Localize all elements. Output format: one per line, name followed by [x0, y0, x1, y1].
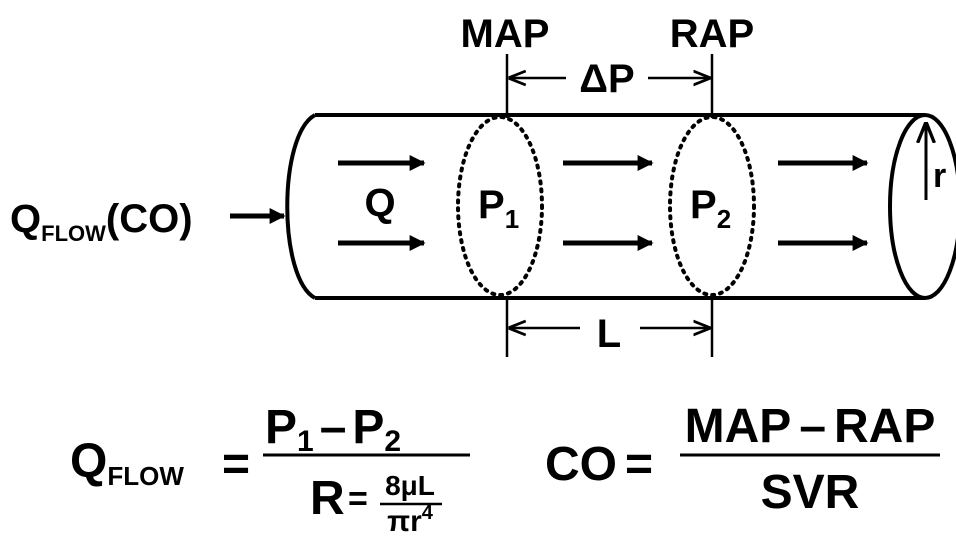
qflow-equals: = — [222, 438, 250, 491]
qflow-resistance-r: R — [310, 472, 345, 525]
co-denominator: SVR — [761, 466, 860, 519]
length-label: L — [597, 312, 621, 356]
qflow-resistance-equals: = — [348, 480, 368, 518]
resistance-numerator: 8μL — [385, 470, 435, 501]
qflow-numerator: P1–P2 — [265, 401, 401, 458]
rap-label: RAP — [670, 12, 754, 56]
co-lhs: CO — [545, 438, 617, 491]
qflow-equation: QFLOW = P1–P2 R = 8μL πr4 — [70, 401, 470, 537]
p2-label: P2 — [690, 183, 731, 234]
flow-q-label: Q — [364, 181, 395, 225]
resistance-denominator: πr4 — [387, 502, 434, 537]
vessel-tube — [285, 113, 956, 300]
co-numerator: MAP–RAP — [685, 400, 936, 453]
map-label: MAP — [461, 12, 550, 56]
flow-arrows — [230, 154, 869, 252]
inflow-label: QFLOW(CO) — [10, 197, 193, 246]
delta-p-label: ΔP — [579, 57, 634, 101]
tube-inlet-end — [285, 113, 317, 300]
tube-outlet-end — [888, 113, 956, 300]
co-equation: CO = MAP–RAP SVR — [545, 400, 940, 519]
p1-label: P1 — [478, 183, 519, 234]
co-equals: = — [625, 438, 653, 491]
qflow-lhs: QFLOW — [70, 435, 184, 491]
radius-label: r — [933, 157, 946, 195]
cross-section-p1 — [456, 115, 544, 297]
